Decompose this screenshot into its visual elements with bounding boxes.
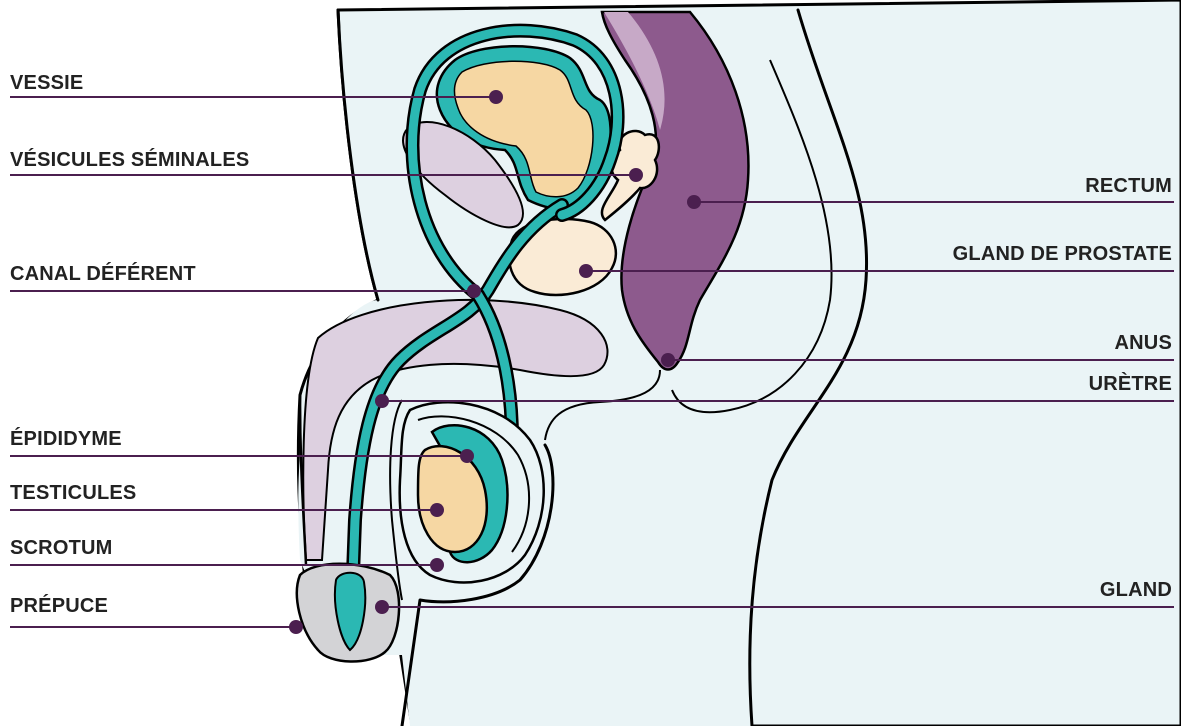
leader-dot-uretre: [375, 394, 389, 408]
label-epididyme: ÉPIDIDYME: [10, 427, 122, 450]
leader-dot-anus: [661, 353, 675, 367]
label-vessie: VESSIE: [10, 72, 83, 94]
leader-dot-vesicules-seminales: [629, 168, 643, 182]
label-gland: GLAND: [1100, 579, 1172, 601]
label-anus: ANUS: [1115, 332, 1172, 354]
leader-dot-gland: [375, 600, 389, 614]
leader-dot-gland-de-prostate: [579, 264, 593, 278]
label-canal-deferent: CANAL DÉFÉRENT: [10, 262, 196, 285]
leader-dot-testicules: [430, 503, 444, 517]
label-testicules: TESTICULES: [10, 482, 136, 504]
label-rectum: RECTUM: [1085, 175, 1172, 197]
leader-dot-prepuce: [289, 620, 303, 634]
label-uretre: URÈTRE: [1089, 372, 1172, 395]
leader-dot-vessie: [489, 90, 503, 104]
label-gland-de-prostate: GLAND DE PROSTATE: [953, 243, 1172, 265]
leader-dot-rectum: [687, 195, 701, 209]
leader-dot-epididyme: [460, 449, 474, 463]
label-scrotum: SCROTUM: [10, 537, 113, 559]
leader-dot-canal-deferent: [467, 284, 481, 298]
label-vesicules-seminales: VÉSICULES SÉMINALES: [10, 148, 249, 171]
leader-dot-scrotum: [430, 558, 444, 572]
label-prepuce: PRÉPUCE: [10, 594, 108, 617]
